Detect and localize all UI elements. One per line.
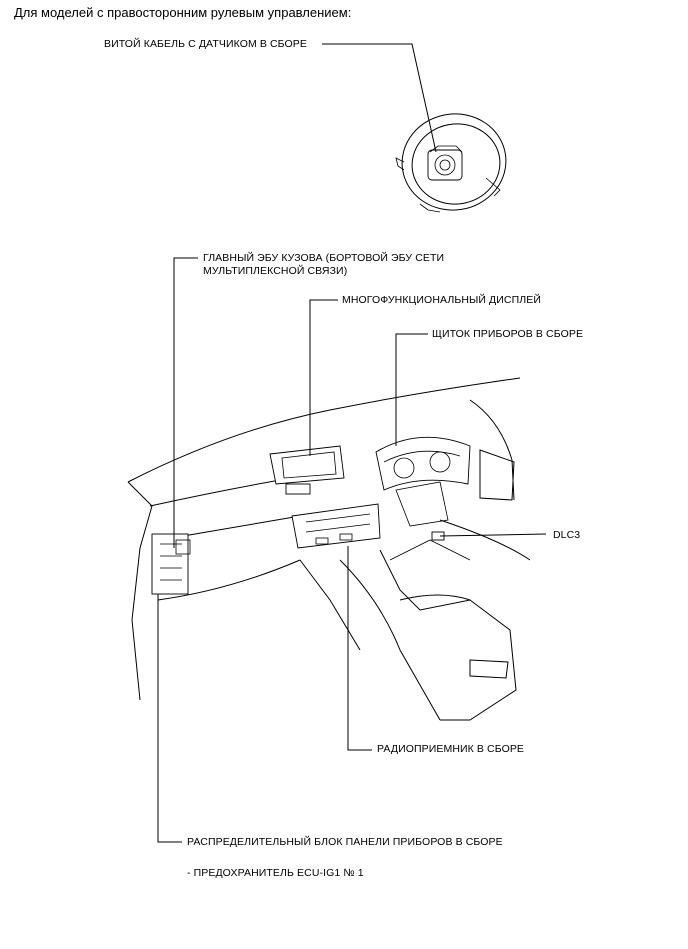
leader-junction-block (157, 594, 182, 843)
leader-main-body-ecu (173, 257, 198, 548)
label-fuse: - ПРЕДОХРАНИТЕЛЬ ECU-IG1 № 1 (187, 867, 364, 879)
multi-display-drawing (269, 445, 345, 495)
label-main-body-ecu-line1: ГЛАВНЫЙ ЭБУ КУЗОВА (БОРТОВОЙ ЭБУ СЕТИ (203, 252, 445, 264)
spiral-cable-drawing (427, 145, 463, 181)
junction-block-drawing (151, 533, 191, 595)
label-multi-display: МНОГОФУНКЦИОНАЛЬНЫЙ ДИСПЛЕЙ (342, 294, 541, 306)
label-spiral-cable: ВИТОЙ КАБЕЛЬ С ДАТЧИКОМ В СБОРЕ (104, 38, 307, 50)
radio-receiver-drawing (291, 503, 381, 549)
leader-multi-display (309, 299, 338, 456)
label-junction-block: РАСПРЕДЕЛИТЕЛЬНЫЙ БЛОК ПАНЕЛИ ПРИБОРОВ В… (187, 836, 503, 848)
label-main-body-ecu-line2: МУЛЬТИПЛЕКСНОЙ СВЯЗИ) (203, 265, 348, 277)
label-combination-meter: ЩИТОК ПРИБОРОВ В СБОРЕ (432, 328, 584, 340)
combination-meter-drawing (375, 436, 471, 527)
label-dlc3: DLC3 (553, 529, 581, 541)
leader-dlc3 (439, 533, 547, 537)
diagram-heading: Для моделей с правосторонним рулевым упр… (14, 5, 352, 20)
leader-radio-receiver (347, 546, 372, 751)
leader-spiral-cable (322, 43, 437, 153)
leader-combination-meter (395, 333, 428, 446)
label-radio-receiver: РАДИОПРИЕМНИК В СБОРЕ (377, 743, 525, 755)
steering-wheel-drawing (395, 113, 507, 213)
